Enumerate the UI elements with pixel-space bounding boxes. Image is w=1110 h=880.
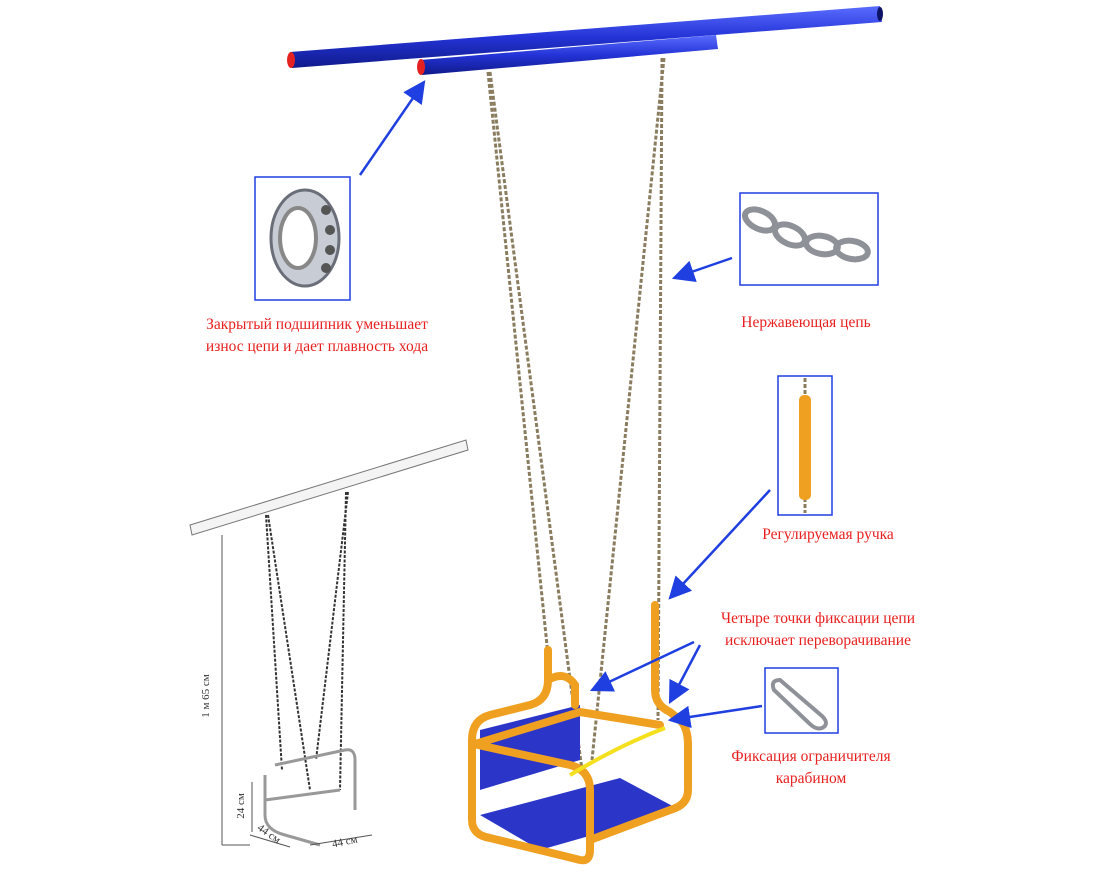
dimension-seat-height: 24 см xyxy=(234,793,247,819)
chain-label: Нержавеющая цепь xyxy=(741,314,871,331)
bearing-label-line1: Закрытый подшипник уменьшает xyxy=(206,316,428,333)
bearing-inset xyxy=(254,176,351,301)
chain-inset xyxy=(739,192,879,286)
dimension-drawing xyxy=(189,439,469,848)
carabiner-label-line2: карабином xyxy=(775,770,847,787)
handle-label: Регулируемая ручка xyxy=(762,526,894,543)
fixation-label-line1: Четыре точки фиксации цепи xyxy=(720,610,916,627)
top-beam-rear xyxy=(287,6,883,68)
arrows xyxy=(358,80,771,729)
fixation-label: Четыре точки фиксации цепи исключает пер… xyxy=(721,608,915,652)
bearing-label-line2: износ цепи и дает плавность хода xyxy=(205,338,429,355)
swing-seat xyxy=(468,601,692,865)
bearing-label: Закрытый подшипник уменьшает износ цепи … xyxy=(206,314,428,358)
top-beam-front xyxy=(417,35,718,75)
fixation-label-line2: исключает переворачивание xyxy=(725,632,911,649)
handle-inset xyxy=(777,375,833,516)
carabiner-inset xyxy=(764,667,839,734)
dimension-height: 1 м 65 см xyxy=(199,674,212,718)
chains xyxy=(486,57,666,771)
carabiner-label-line1: Фиксация ограничителя xyxy=(731,748,891,765)
carabiner-label: Фиксация ограничителя карабином xyxy=(731,746,890,790)
